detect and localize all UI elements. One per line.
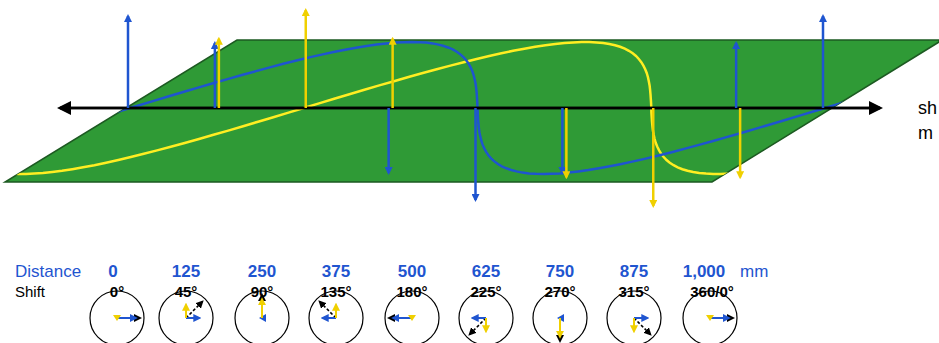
distance-value: 1,000 bbox=[683, 263, 726, 280]
shift-value: 270° bbox=[544, 284, 575, 299]
blue-arrow bbox=[387, 108, 390, 173]
yellow-phasor bbox=[261, 299, 263, 318]
distance-value: 500 bbox=[398, 263, 426, 280]
shaft-axis bbox=[60, 107, 880, 110]
blue-phasor bbox=[473, 317, 486, 319]
yellow-arrow bbox=[652, 108, 655, 206]
shift-value: 315° bbox=[618, 284, 649, 299]
amplitude-arrows bbox=[128, 10, 823, 206]
yellow-phasor bbox=[706, 315, 714, 321]
unit-label: mm bbox=[740, 263, 768, 280]
blue-arrow bbox=[822, 16, 825, 108]
resultant-arrow bbox=[634, 318, 650, 334]
distance-value: 125 bbox=[172, 263, 200, 280]
yellow-phasor bbox=[559, 318, 561, 337]
resultant-arrow bbox=[117, 317, 140, 319]
shift-value: 360/0° bbox=[690, 284, 734, 299]
resultant-arrow bbox=[320, 302, 336, 318]
shift-value: 0° bbox=[110, 284, 124, 299]
yellow-phasor bbox=[408, 315, 416, 321]
shift-value: 90° bbox=[251, 284, 274, 299]
resultant-arrow bbox=[710, 317, 733, 319]
blue-arrow bbox=[474, 108, 477, 200]
wave-curves bbox=[0, 42, 939, 174]
resultant-arrow bbox=[186, 302, 202, 318]
blue-phasor bbox=[634, 317, 647, 319]
yellow-arrow bbox=[305, 10, 308, 108]
yellow-phasor bbox=[633, 318, 635, 331]
distance-value: 0 bbox=[108, 263, 117, 280]
row-heading: Shift bbox=[15, 284, 45, 299]
distance-value: 750 bbox=[546, 263, 574, 280]
blue-arrow bbox=[561, 108, 564, 173]
shift-value: 180° bbox=[396, 284, 427, 299]
blue-arrow bbox=[735, 43, 738, 108]
yellow-phasor bbox=[335, 305, 337, 318]
shift-value: 45° bbox=[175, 284, 198, 299]
yellow-wave bbox=[0, 42, 923, 174]
blue-arrow bbox=[127, 16, 130, 108]
axis-label: sh bbox=[918, 99, 937, 117]
yellow-arrow bbox=[739, 108, 742, 177]
blue-phasor bbox=[393, 317, 412, 319]
distance-value: 625 bbox=[472, 263, 500, 280]
shaft-axis bbox=[60, 107, 880, 110]
yellow-phasor bbox=[485, 318, 487, 331]
blue-wave bbox=[0, 42, 939, 174]
yellow-phasor bbox=[113, 315, 121, 321]
yellow-arrow bbox=[565, 108, 568, 177]
resultant-arrow bbox=[470, 318, 486, 334]
distance-value: 250 bbox=[248, 263, 276, 280]
resultant-arrow bbox=[559, 318, 561, 341]
yellow-arrow bbox=[391, 39, 394, 108]
shift-value: 225° bbox=[470, 284, 501, 299]
axis-label: m bbox=[918, 124, 933, 142]
blue-phasor bbox=[186, 317, 199, 319]
distance-value: 875 bbox=[620, 263, 648, 280]
blue-phasor bbox=[323, 317, 336, 319]
yellow-phasor bbox=[185, 305, 187, 318]
shift-value: 135° bbox=[320, 284, 351, 299]
resultant-arrow bbox=[389, 317, 412, 319]
row-heading: Distance bbox=[15, 263, 81, 280]
distance-value: 375 bbox=[322, 263, 350, 280]
blue-arrow bbox=[214, 43, 217, 108]
blue-phasor bbox=[710, 317, 729, 319]
blue-phasor bbox=[117, 317, 136, 319]
yellow-arrow bbox=[218, 39, 221, 108]
